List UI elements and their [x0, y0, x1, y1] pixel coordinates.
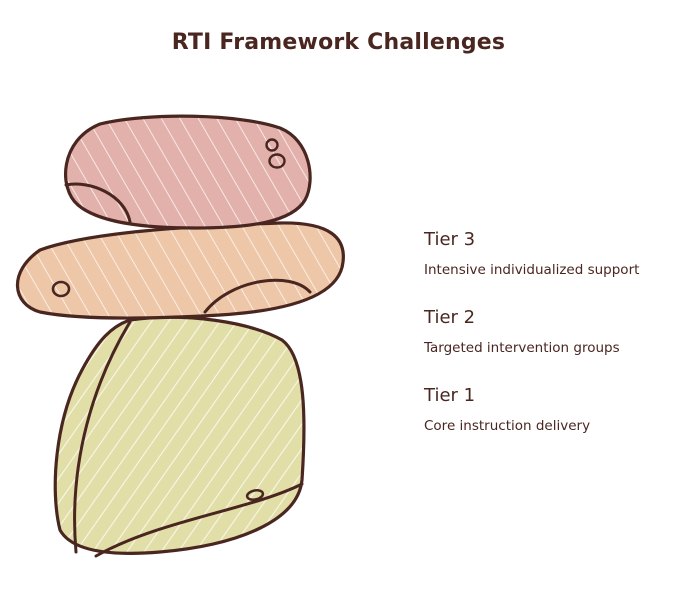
page-title: RTI Framework Challenges — [171, 30, 506, 55]
tier-2-name: Tier 2 — [424, 307, 476, 328]
tier-1-label-group: Tier 1 Core instruction delivery — [424, 385, 674, 435]
tier-3-stone — [64, 114, 312, 230]
tier-2-label-group: Tier 2 Targeted intervention groups — [424, 307, 674, 357]
tier-3-description: Intensive individualized support — [424, 262, 640, 278]
tier-1-description: Core instruction delivery — [424, 418, 591, 434]
tier-1-name: Tier 1 — [424, 385, 476, 406]
tier-3-name: Tier 3 — [424, 229, 476, 250]
tier-2-description: Targeted intervention groups — [424, 340, 620, 356]
tier-1-stone — [53, 315, 306, 558]
tier-3-label-group: Tier 3 Intensive individualized support — [424, 229, 674, 279]
tier-2-stone — [15, 221, 345, 320]
